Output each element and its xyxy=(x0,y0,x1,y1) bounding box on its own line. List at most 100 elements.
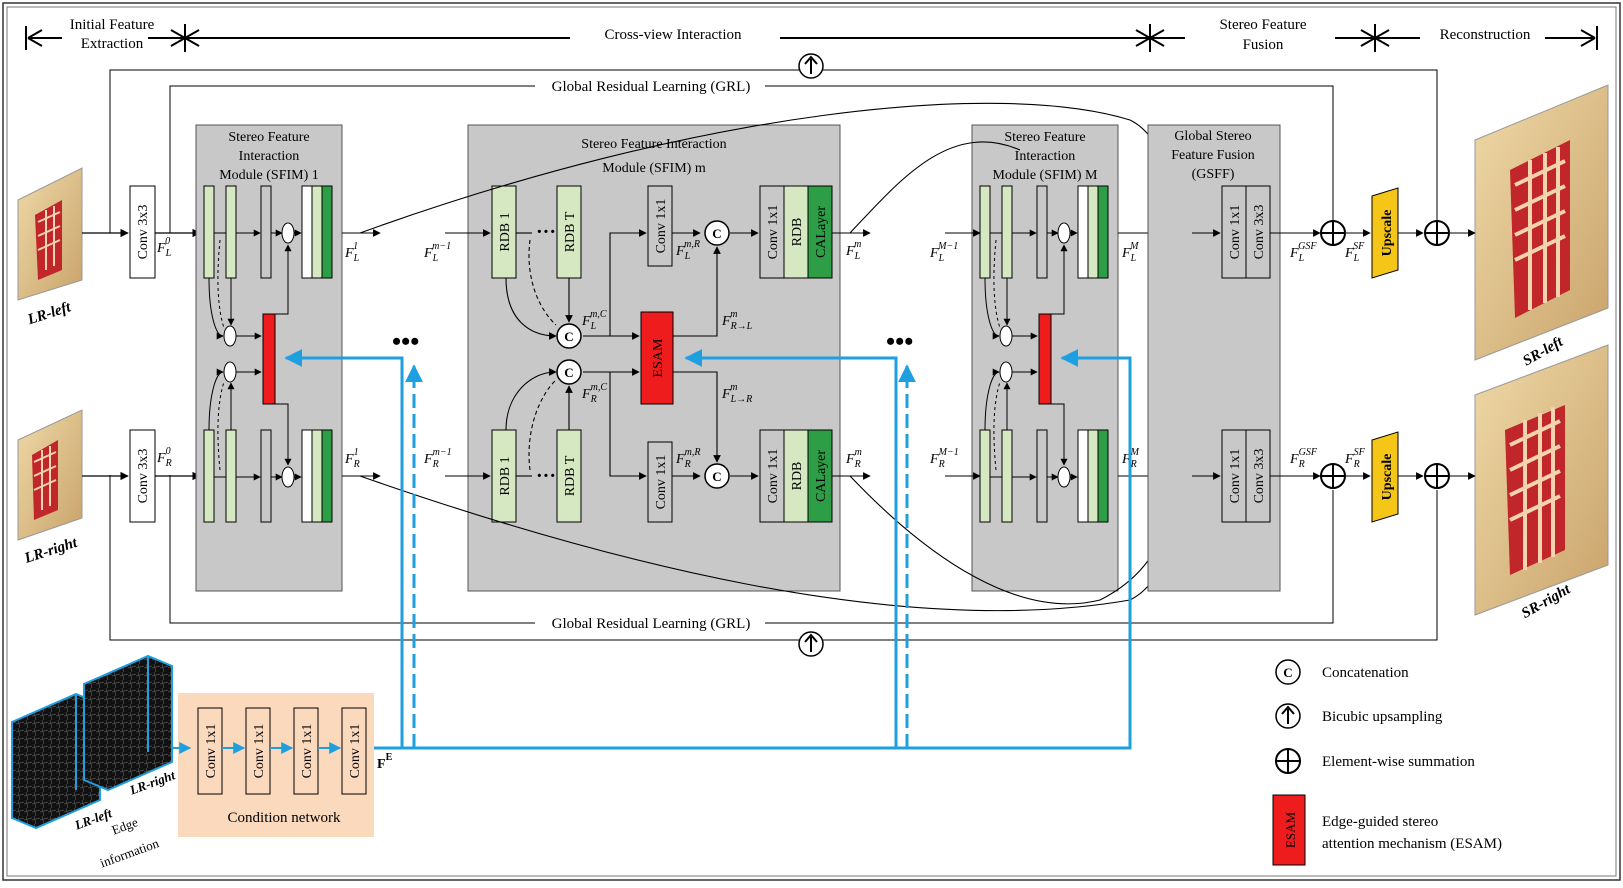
conv3x3-left: Conv 3x3 xyxy=(129,185,156,279)
sfim1-title-l3: Module (SFIM) 1 xyxy=(219,168,319,183)
bicubic-up-top xyxy=(798,53,824,79)
sfimm-rdb1-left: RDB 1 xyxy=(491,185,517,279)
concat-fmc-left: C xyxy=(556,323,582,349)
lr-right-image xyxy=(17,409,83,541)
stage-initial-l1: Initial Feature xyxy=(70,17,155,33)
label-FE: FE xyxy=(377,752,393,772)
edge-image-right xyxy=(83,654,173,792)
svg-text:Conv 1x1: Conv 1x1 xyxy=(654,455,669,510)
edge-image-left xyxy=(11,692,101,830)
svg-text:RDB 1: RDB 1 xyxy=(498,456,513,495)
stage-fusion-l1: Stereo Feature xyxy=(1219,17,1306,33)
concat-fmc-right: C xyxy=(556,359,582,385)
svg-text:FRSF: FRSF xyxy=(1344,447,1366,470)
sfimM-title-l3: Module (SFIM) M xyxy=(992,168,1098,183)
svg-text:FLm: FLm xyxy=(845,239,861,262)
sr-left-image xyxy=(1474,84,1609,361)
svg-text:FRGSF: FRGSF xyxy=(1289,447,1318,470)
svg-text:Conv 1x1: Conv 1x1 xyxy=(348,724,363,779)
svg-text:C: C xyxy=(564,329,573,344)
svg-text:Conv 1x1: Conv 1x1 xyxy=(1228,205,1243,260)
sfimm-esam-block: ESAM xyxy=(640,311,674,405)
sfimM-title-l1: Stereo Feature xyxy=(1004,130,1085,145)
sum-out-right xyxy=(1424,463,1450,489)
sfimm-connections xyxy=(445,229,871,480)
svg-text:C: C xyxy=(1283,665,1292,680)
cond-conv1x1-4: Conv 1x1 xyxy=(341,707,367,795)
svg-text:FRm−1: FRm−1 xyxy=(423,447,452,470)
gsff-conv-right: Conv 1x1 Conv 3x3 xyxy=(1221,429,1271,523)
legend-esam-icon xyxy=(1272,794,1306,866)
sum-gsf-right xyxy=(1320,463,1346,489)
sfim1-title-l1: Stereo Feature xyxy=(228,130,309,145)
stage-cross-view: Cross-view Interaction xyxy=(604,27,742,43)
edge-feature-paths xyxy=(172,349,1132,754)
ellipsis-rdb-right: ··· xyxy=(536,465,556,487)
stage-fusion-l2: Fusion xyxy=(1243,37,1284,53)
inner-frame xyxy=(6,6,1617,877)
legend-sum-label: Element-wise summation xyxy=(1322,754,1475,770)
svg-text:C: C xyxy=(712,469,721,484)
sum-out-left xyxy=(1424,220,1450,246)
svg-text:Upscale: Upscale xyxy=(1380,454,1395,501)
sfimm-title-l2: Module (SFIM) m xyxy=(602,161,706,176)
legend: C Concatenation Bicubic upsampling Eleme… xyxy=(1272,659,1502,866)
sfimm-conv1x1-left: Conv 1x1 xyxy=(647,185,673,267)
svg-text:Conv 1x1: Conv 1x1 xyxy=(1228,449,1243,504)
svg-text:FLM−1: FLM−1 xyxy=(929,241,958,264)
sfimm-rdbT-right: RDB T xyxy=(556,429,582,523)
svg-text:Conv 1x1: Conv 1x1 xyxy=(654,199,669,254)
svg-text:CALayer: CALayer xyxy=(814,206,829,258)
sfim1-internals xyxy=(203,185,333,523)
ellipsis-modules-2: ••• xyxy=(886,327,913,356)
sr-right-image xyxy=(1474,344,1609,616)
sfimm-rdbT-left: RDB T xyxy=(556,185,582,279)
sfimm-out-stack-right: Conv 1x1 RDB CALayer xyxy=(759,429,833,523)
ellipsis-rdb-left: ··· xyxy=(536,221,556,243)
legend-sum-icon xyxy=(1275,748,1301,774)
sfim1-esam-block xyxy=(262,313,276,405)
svg-text:Conv 1x1: Conv 1x1 xyxy=(766,205,781,260)
svg-text:Conv 1x1: Conv 1x1 xyxy=(252,724,267,779)
lr-left-label: LR-left xyxy=(25,299,74,328)
svg-text:Conv 3x3: Conv 3x3 xyxy=(1252,449,1267,504)
ellipsis-modules-1: ••• xyxy=(392,327,419,356)
svg-text:FL1: FL1 xyxy=(344,241,360,264)
sfimm-conv1x1-right: Conv 1x1 xyxy=(647,441,673,523)
svg-text:FLGSF: FLGSF xyxy=(1289,241,1317,264)
label-FR0: FR0 xyxy=(156,446,172,469)
lr-right-label: LR-right xyxy=(22,535,80,568)
legend-esam-l1: Edge-guided stereo xyxy=(1322,814,1438,830)
svg-text:ESAM: ESAM xyxy=(1283,812,1298,849)
legend-esam-l2: attention mechanism (ESAM) xyxy=(1322,836,1502,852)
svg-text:FLm−1: FLm−1 xyxy=(423,241,451,264)
upscale-right: Upscale xyxy=(1371,431,1399,523)
lr-left-image xyxy=(17,167,83,301)
edge-info-l1: Edge xyxy=(110,814,140,837)
svg-text:RDB T: RDB T xyxy=(563,211,578,252)
svg-text:Upscale: Upscale xyxy=(1380,210,1395,257)
cond-conv1x1-3: Conv 1x1 xyxy=(293,707,319,795)
svg-text:RDB: RDB xyxy=(790,218,805,247)
svg-text:FR1: FR1 xyxy=(344,447,360,470)
svg-text:Conv 1x1: Conv 1x1 xyxy=(204,724,219,779)
cond-conv1x1-1: Conv 1x1 xyxy=(197,707,223,795)
legend-concat-icon xyxy=(1275,659,1301,685)
svg-text:FRm: FRm xyxy=(845,447,862,470)
sfim1-title-l2: Interaction xyxy=(239,149,300,164)
condition-network-label: Condition network xyxy=(228,810,341,826)
stage-initial-l2: Extraction xyxy=(81,36,144,52)
cond-conv1x1-2: Conv 1x1 xyxy=(245,707,271,795)
svg-text:RDB 1: RDB 1 xyxy=(498,212,513,251)
svg-text:FLM: FLM xyxy=(1121,241,1139,264)
conv3x3-right: Conv 3x3 xyxy=(129,429,156,523)
gsff-title-l3: (GSFF) xyxy=(1192,167,1235,182)
gsff-arrows xyxy=(1192,229,1476,480)
sfimM-internals xyxy=(979,185,1109,523)
svg-text:CALayer: CALayer xyxy=(814,450,829,502)
sfimm-title-l1: Stereo Feature Interaction xyxy=(581,137,726,152)
svg-text:RDB T: RDB T xyxy=(563,455,578,496)
svg-text:Conv 3x3: Conv 3x3 xyxy=(1252,205,1267,260)
